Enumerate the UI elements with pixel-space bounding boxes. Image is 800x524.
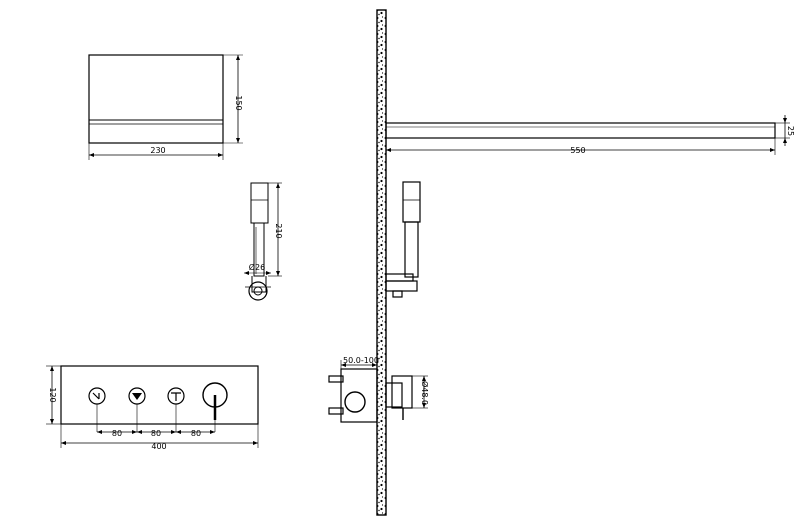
spout-length-label: 550 [570,146,585,155]
shelf-height-label: 150 [234,95,243,110]
panel-height-label: 120 [48,387,57,402]
handshower-holder-icon [248,281,268,301]
panel-spacing-label-2: 80 [151,429,161,438]
valve-diameter-label: Ø48.0 [420,381,430,405]
shelf-view: 150 230 [88,54,243,160]
control-panel-plate [60,365,259,425]
handshower-handle [250,182,269,224]
panel-width-label: 400 [151,442,166,451]
wall-depth-label: 50.0-100 [343,356,379,365]
lever-knob-icon [202,382,228,432]
spout-height-label: 25 [786,126,795,136]
handshower-length-label: 210 [274,223,283,238]
valve-section-view: 50.0-100 Ø48.0 [328,356,430,423]
wall-outlet-icon [392,290,403,298]
wall-body [376,9,387,516]
panel-spacing-label-3: 80 [191,429,201,438]
shelf-width-label: 230 [150,146,165,155]
knob-triangle-icon [128,387,146,432]
spout-body [385,122,776,139]
valve-body-icon [344,391,366,413]
handshower-side-view [385,181,421,298]
handshower-diameter-label: Ø26 [249,262,265,272]
handshower-view: 210 Ø26 [244,182,283,301]
knob-handle-icon [88,387,106,432]
spout-view: 550 25 [385,115,795,155]
knob-arrow-icon [167,387,185,432]
control-panel-view: 80 80 80 120 400 [46,365,259,451]
panel-spacing-label-1: 80 [112,429,122,438]
wall-section [376,9,387,516]
shelf-body [88,54,224,144]
